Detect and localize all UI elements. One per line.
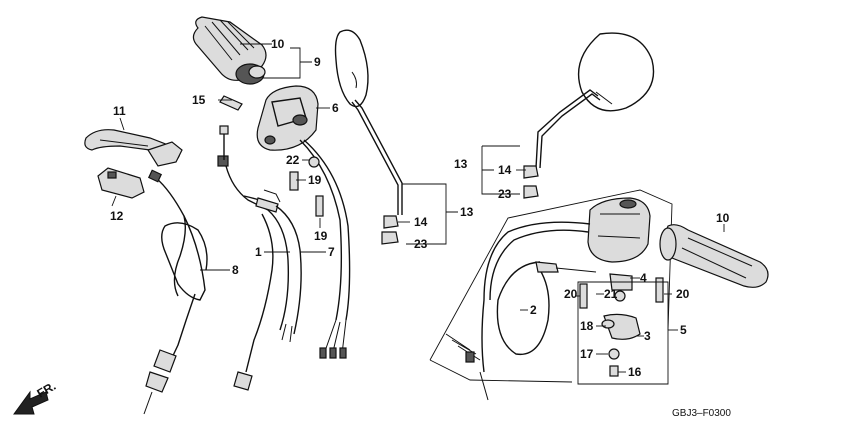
- leader-lines: [111, 43, 725, 385]
- screw-15: [219, 95, 243, 111]
- callout-3: 3: [644, 329, 651, 343]
- nut-22: [308, 156, 320, 168]
- screw-19-a: [289, 171, 299, 191]
- callout-11: 11: [113, 104, 126, 118]
- left-grip: [192, 16, 267, 85]
- callout-6: 6: [332, 101, 339, 115]
- callout-23-left: 23: [414, 237, 428, 251]
- callout-20-left: 20: [564, 287, 578, 301]
- callout-19-b: 19: [314, 229, 328, 243]
- callout-16: 16: [628, 365, 642, 379]
- right-grip: [659, 224, 769, 288]
- callout-19-a: 19: [308, 173, 322, 187]
- callout-9: 9: [314, 55, 321, 69]
- lever-bracket: [97, 167, 145, 199]
- right-switch-assembly: [429, 189, 673, 401]
- left-mirror: [334, 29, 403, 215]
- clutch-lever: [84, 129, 183, 167]
- callout-5: 5: [680, 323, 687, 337]
- left-switch-housing: [256, 85, 319, 151]
- nuts-right-mirror: [523, 165, 539, 199]
- throttle-cables: [217, 125, 302, 391]
- callout-13-right: 13: [454, 157, 468, 171]
- callout-14-right: 14: [498, 163, 512, 177]
- callout-15: 15: [192, 93, 206, 107]
- callout-18: 18: [580, 319, 594, 333]
- callout-22: 22: [286, 153, 300, 167]
- front-direction-arrow-icon: [13, 390, 49, 415]
- callout-4: 4: [640, 271, 647, 285]
- callout-10-left: 10: [271, 37, 285, 51]
- callout-14-left: 14: [414, 215, 428, 229]
- callout-21: 21: [604, 287, 618, 301]
- callout-12: 12: [110, 209, 124, 223]
- callout-2: 2: [530, 303, 537, 317]
- callout-13-left: 13: [460, 205, 474, 219]
- right-mirror: [535, 32, 655, 169]
- clutch-cable: [143, 169, 208, 415]
- callout-8: 8: [232, 263, 239, 277]
- screw-19-b: [315, 195, 324, 217]
- diagram-code: GBJ3–F0300: [672, 408, 731, 419]
- callout-17: 17: [580, 347, 594, 361]
- callout-20-right: 20: [676, 287, 690, 301]
- callout-10-right: 10: [716, 211, 730, 225]
- callout-7: 7: [328, 245, 335, 259]
- callout-23-right: 23: [498, 187, 512, 201]
- nuts-left-mirror: [381, 215, 399, 245]
- callout-1: 1: [255, 245, 262, 259]
- callout-labels: 10 9 15 6 11 12 22 19 19 8 1 7 13 14 23 …: [110, 37, 730, 379]
